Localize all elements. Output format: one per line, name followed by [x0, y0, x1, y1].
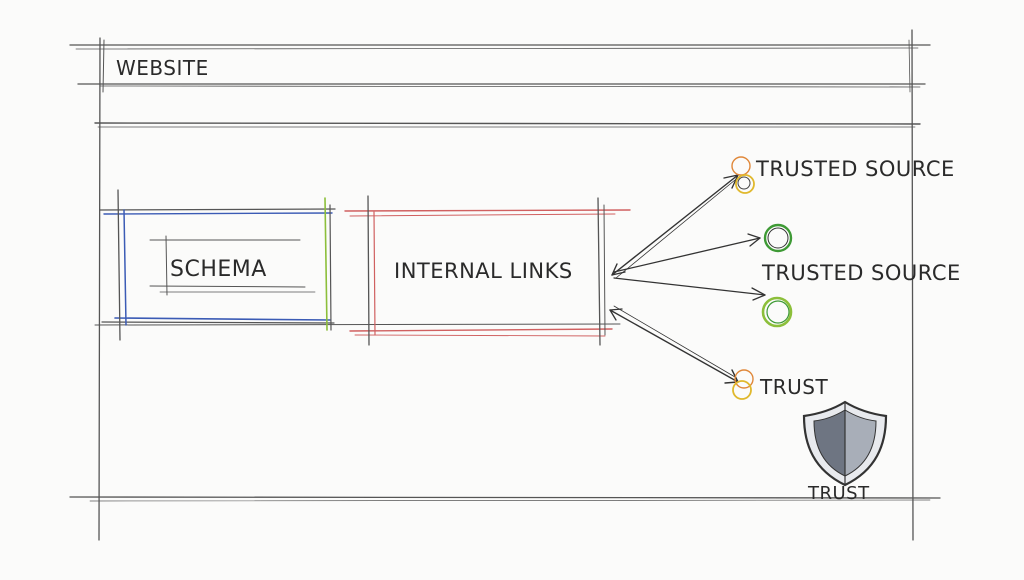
- circle-node-icon: [761, 296, 793, 328]
- internal-links-label: INTERNAL LINKS: [394, 259, 573, 283]
- website-frame: [69, 29, 941, 541]
- trusted-source-label-2: TRUSTED SOURCE: [762, 261, 961, 285]
- internal-links-box: [344, 195, 631, 346]
- circle-node-icon: [763, 223, 793, 253]
- link-arrows: [609, 174, 766, 384]
- schema-box: [99, 189, 336, 341]
- circle-node-icon: [731, 156, 755, 194]
- circle-node-icon: [732, 369, 754, 400]
- trusted-source-label-1: TRUSTED SOURCE: [756, 157, 955, 181]
- shield-label: TRUST: [808, 483, 870, 504]
- shield-icon: [802, 400, 888, 487]
- website-label: WEBSITE: [116, 56, 209, 80]
- trust-node-label: TRUST: [760, 375, 829, 399]
- schema-label: SCHEMA: [170, 257, 267, 282]
